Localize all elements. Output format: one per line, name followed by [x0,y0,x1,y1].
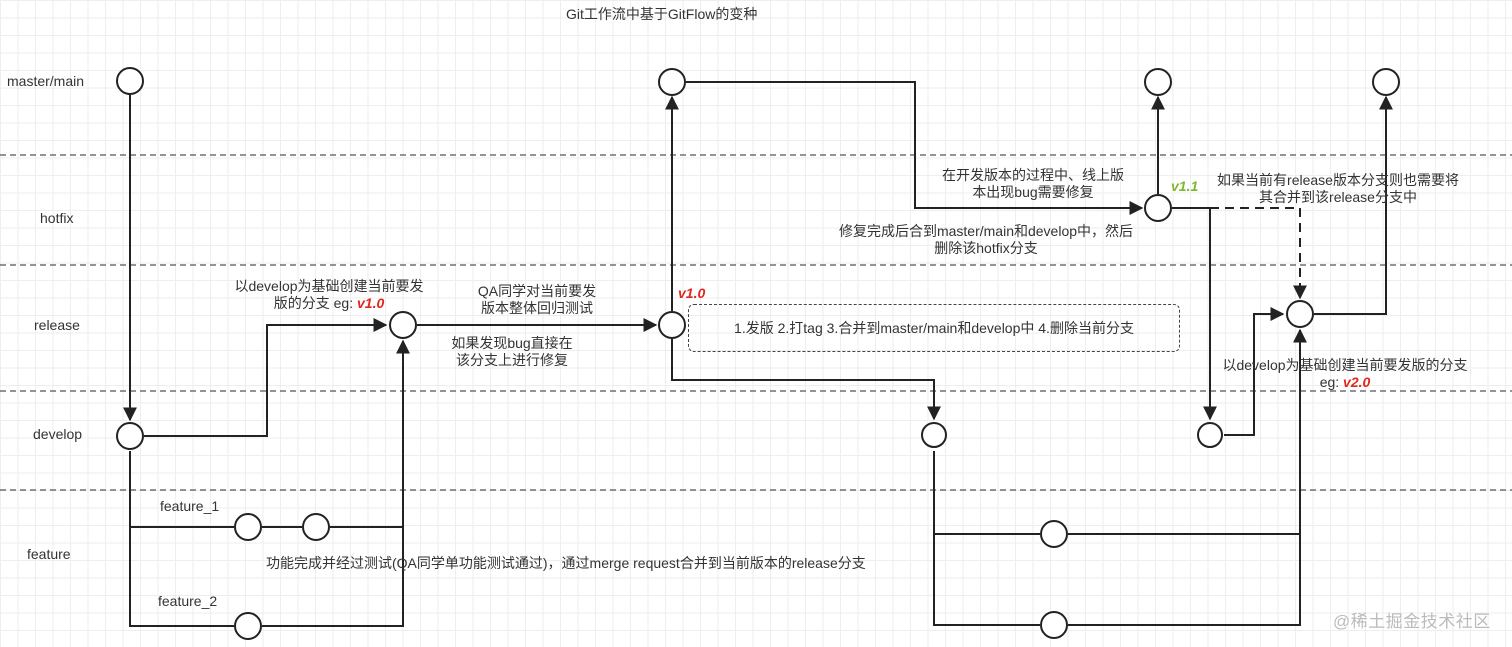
lane-label-develop: develop [33,426,83,442]
commit-feature-2[interactable] [234,612,262,640]
edge-hotfix-to-release-dashed [1210,207,1307,300]
commit-master-initial[interactable] [116,67,144,95]
branch-label-feature-2: feature_2 [158,593,218,609]
annotation-bug-fix: 如果发现bug直接在 该分支上进行修复 [451,335,573,368]
edge-release-to-develop [671,339,941,421]
commit-master-v2-0[interactable] [1372,68,1400,96]
commit-feature-3[interactable] [1040,520,1068,548]
commit-feature-1-a[interactable] [234,513,262,541]
version-tag-release-v1-0: v1.0 [678,285,706,301]
edge-feature-4-merge [1068,328,1307,626]
lane-label-feature: feature [27,546,71,562]
annotation-create-release: 以develop为基础创建当前要发 版的分支 eg: v1.0 [234,278,423,312]
edge-feature-2-merge [262,339,410,627]
commit-hotfix[interactable] [1144,194,1172,222]
commit-develop-2[interactable] [921,422,947,448]
edge-develop-to-release [144,318,388,437]
annotation-hotfix-reason: 在开发版本的过程中、线上版 本出现bug需要修复 [942,167,1124,200]
annotation-hotfix-merge: 修复完成后合到master/main和develop中，然后 删除该hotfix… [838,223,1134,256]
commit-master-v1-1[interactable] [1144,68,1172,96]
watermark: @稀土掘金技术社区 [1333,612,1491,631]
commit-feature-4[interactable] [1040,611,1068,639]
edge-develop-to-release-v2 [1224,307,1285,436]
commit-develop-1[interactable] [116,422,144,450]
diagram-title: Git工作流中基于GitFlow的变种 [566,6,758,22]
edge-release-v2-to-master [1314,95,1393,315]
edge-develop-to-feature-2 [129,527,234,627]
commit-release-v2-0[interactable] [1286,300,1314,328]
release-steps-note: 1.发版 2.打tag 3.合并到master/main和develop中 4.… [688,304,1180,352]
version-tag-v1-1: v1.1 [1171,178,1199,194]
commit-feature-1-b[interactable] [302,513,330,541]
lane-label-master: master/main [7,73,85,89]
commit-develop-3[interactable] [1197,422,1223,448]
annotation-create-release-line2: 版的分支 eg: v1.0 [273,295,385,311]
annotation-qa-test: QA同学对当前要发 版本整体回归测试 [477,283,597,316]
version-tag-v2-0: v2.0 [1343,374,1371,390]
lane-label-release: release [34,317,80,333]
edge-develop-to-feature-1 [129,451,234,528]
commit-release-v1-0-tag[interactable] [658,311,686,339]
annotation-feature-done: 功能完成并经过测试(QA同学单功能测试通过)，通过merge request合并… [266,555,866,571]
commit-release-v1-0-start[interactable] [389,311,417,339]
branch-label-feature-1: feature_1 [160,498,220,514]
annotation-create-release-line1: 以develop为基础创建当前要发 [234,278,424,294]
edge-develop-to-feature-4 [933,534,1040,626]
edge-master-to-hotfix [686,81,1144,215]
lane-label-hotfix: hotfix [40,210,74,226]
edge-develop-to-feature-3 [933,451,1040,535]
annotation-create-release-v2: 以develop为基础创建当前要发版的分支 eg: v2.0 [1222,357,1468,390]
annotation-hotfix-to-release: 如果当前有release版本分支则也需要将 其合并到该release分支中 [1217,172,1459,205]
commit-master-v1-0[interactable] [658,68,686,96]
version-tag-v1-0: v1.0 [356,295,385,311]
